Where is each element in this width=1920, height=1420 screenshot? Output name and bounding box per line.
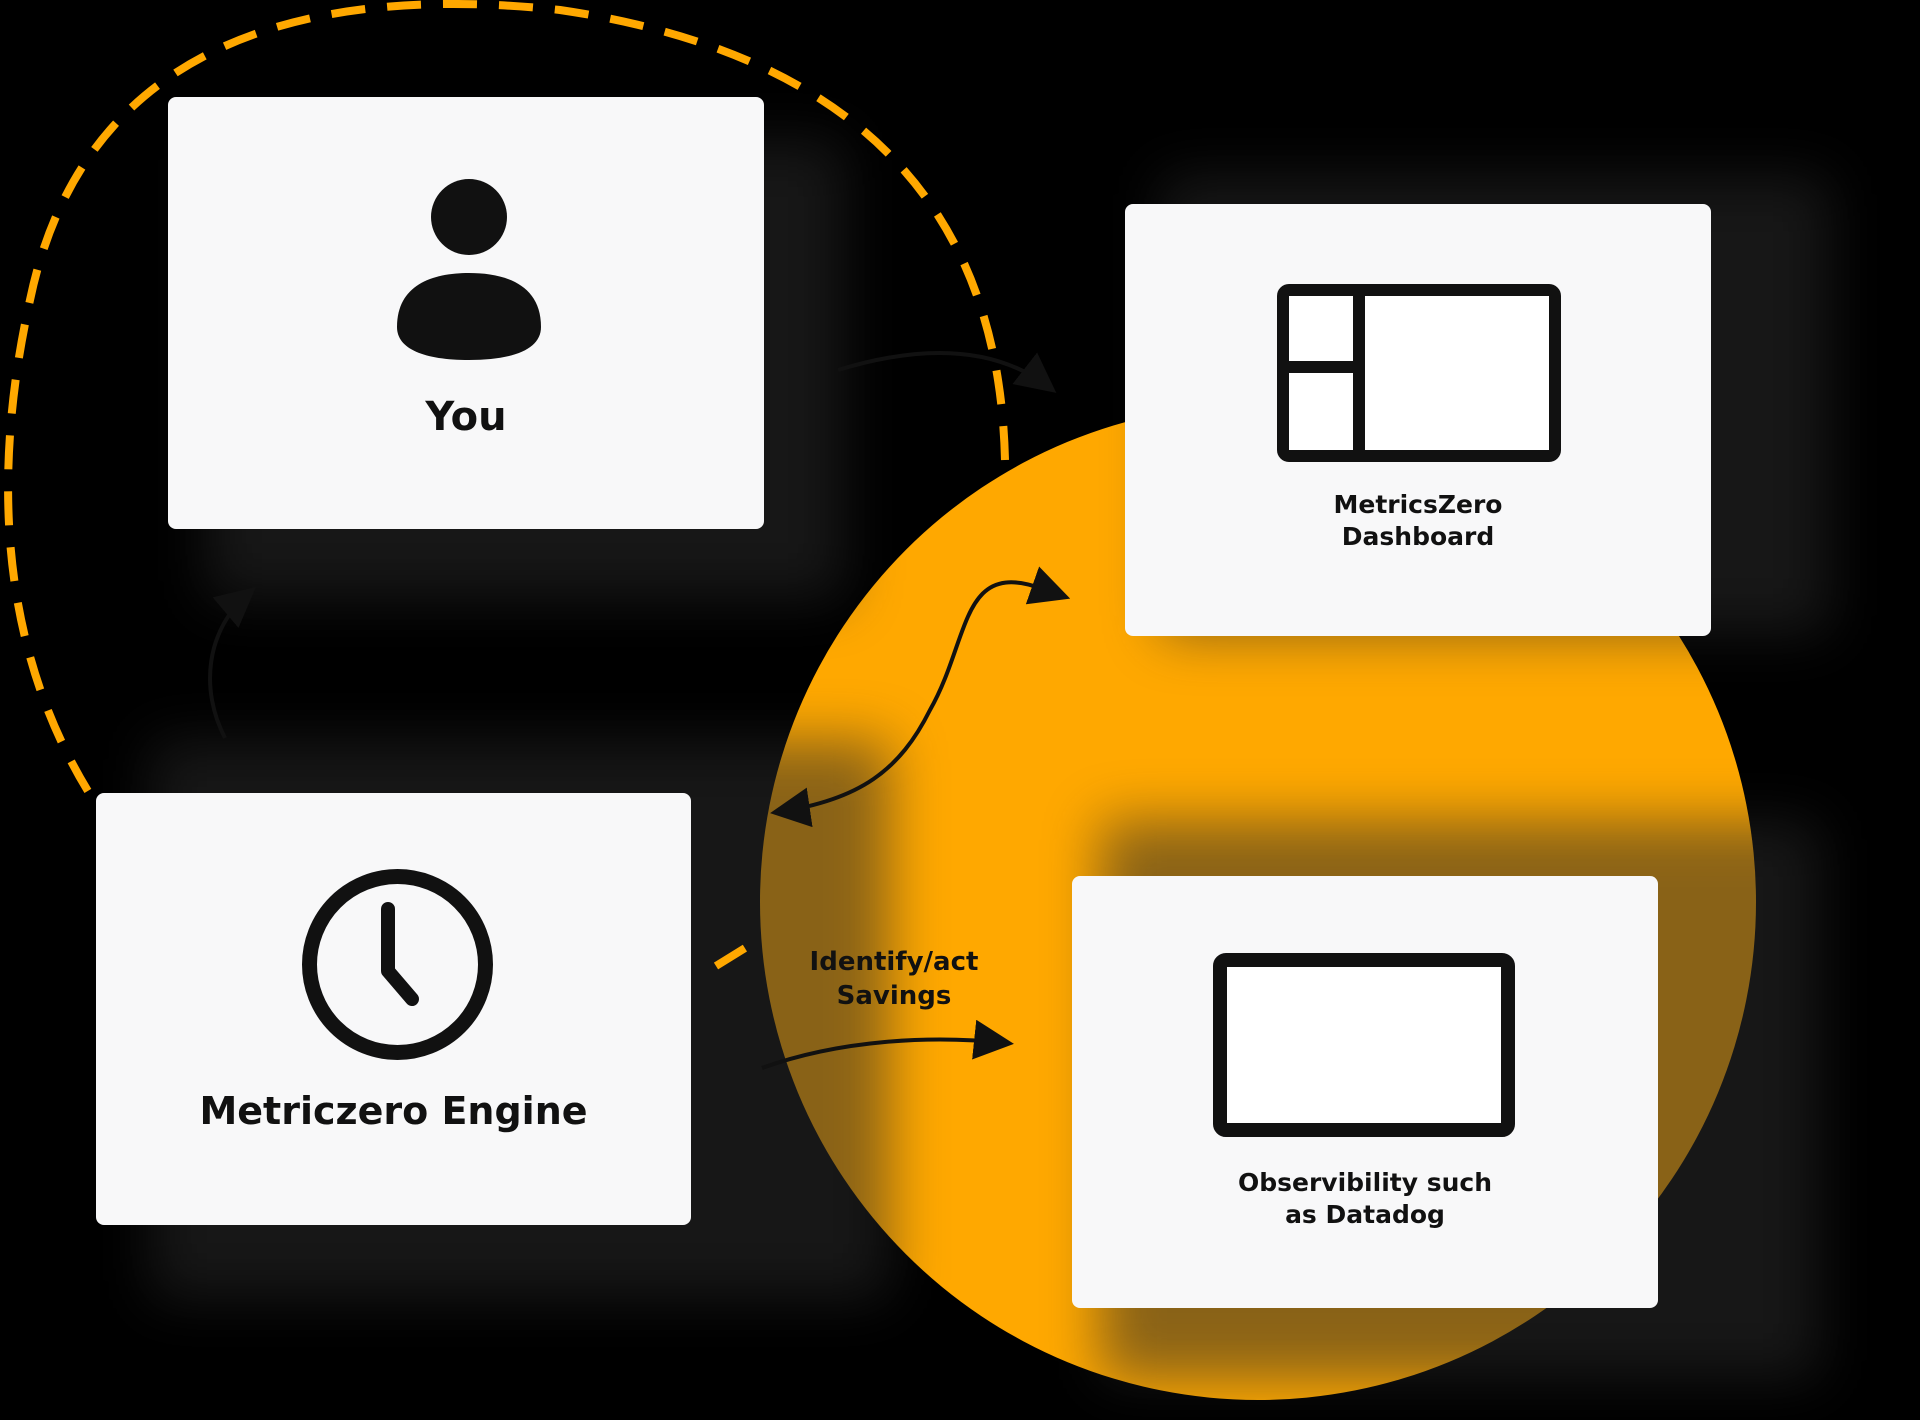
observability-label-line1: Observibility such <box>1237 1168 1493 1197</box>
edge-label-savings-line2: Savings <box>836 980 952 1011</box>
edge-label-savings: Identify/act Savings <box>774 946 1014 1014</box>
you-label: You <box>425 394 507 440</box>
card-engine: Metriczero Engine <box>96 793 691 1225</box>
dashboard-label-line1: MetricsZero <box>1333 490 1503 519</box>
card-dashboard: MetricsZero Dashboard <box>1125 204 1711 636</box>
arrow-dashboard-engine-bidirectional <box>770 566 1071 828</box>
user-icon <box>397 179 541 360</box>
arrow-engine-to-you <box>208 586 257 739</box>
card-observability: Observibility such as Datadog <box>1072 876 1658 1308</box>
dashed-engine-connector <box>713 936 761 970</box>
dashed-loop-connector <box>4 0 1009 813</box>
arrow-engine-to-observability <box>761 1019 1014 1070</box>
clock-icon <box>302 869 493 1060</box>
dashboard-layout-icon <box>1277 284 1561 462</box>
edge-label-savings-line1: Identify/act <box>809 947 979 977</box>
arrow-you-to-dashboard <box>837 351 1057 393</box>
card-you: You <box>168 97 764 529</box>
dashboard-label-line2: Dashboard <box>1341 522 1495 551</box>
observability-label-line2: as Datadog <box>1285 1200 1445 1229</box>
engine-label: Metriczero Engine <box>199 1089 588 1133</box>
monitor-icon <box>1213 953 1515 1137</box>
